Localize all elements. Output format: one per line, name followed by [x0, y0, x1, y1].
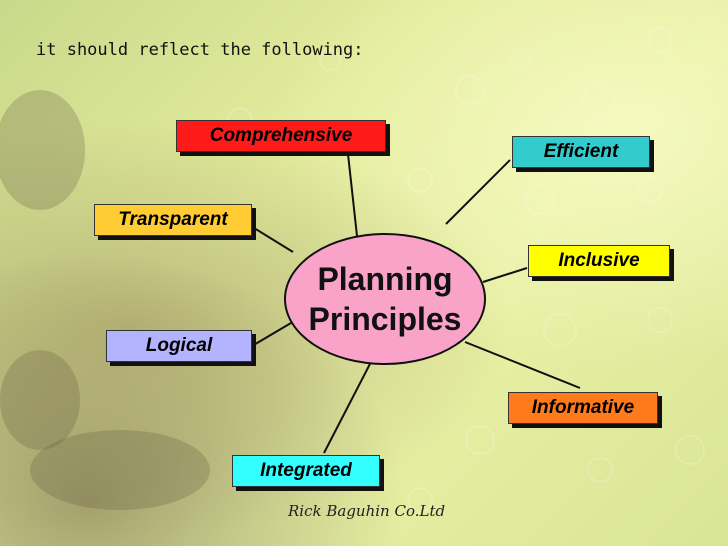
label-inclusive: Inclusive [558, 250, 640, 271]
box-inclusive: Inclusive [528, 245, 670, 277]
center-line-2: Principles [308, 301, 462, 337]
box-transparent: Transparent [94, 204, 252, 236]
credit-text: Rick Baguhin Co.Ltd [288, 502, 446, 520]
box-informative: Informative [508, 392, 658, 424]
label-logical: Logical [145, 335, 213, 356]
connector-integrated [323, 359, 373, 454]
connector-informative [464, 341, 581, 389]
label-integrated: Integrated [260, 460, 352, 481]
center-line-1: Planning [317, 261, 453, 297]
label-informative: Informative [531, 397, 635, 418]
center-node: Planning Principles [284, 233, 486, 365]
label-efficient: Efficient [543, 141, 619, 162]
connector-comprehensive [347, 153, 358, 237]
slide-heading: it should reflect the following: [36, 40, 364, 60]
box-integrated: Integrated [232, 455, 380, 487]
connector-inclusive [482, 267, 528, 283]
box-comprehensive: Comprehensive [176, 120, 386, 152]
box-logical: Logical [106, 330, 252, 362]
box-efficient: Efficient [512, 136, 650, 168]
connector-transparent [253, 227, 294, 253]
connector-efficient [445, 159, 511, 225]
label-comprehensive: Comprehensive [209, 125, 353, 146]
connector-logical [251, 322, 292, 347]
label-transparent: Transparent [118, 209, 228, 230]
